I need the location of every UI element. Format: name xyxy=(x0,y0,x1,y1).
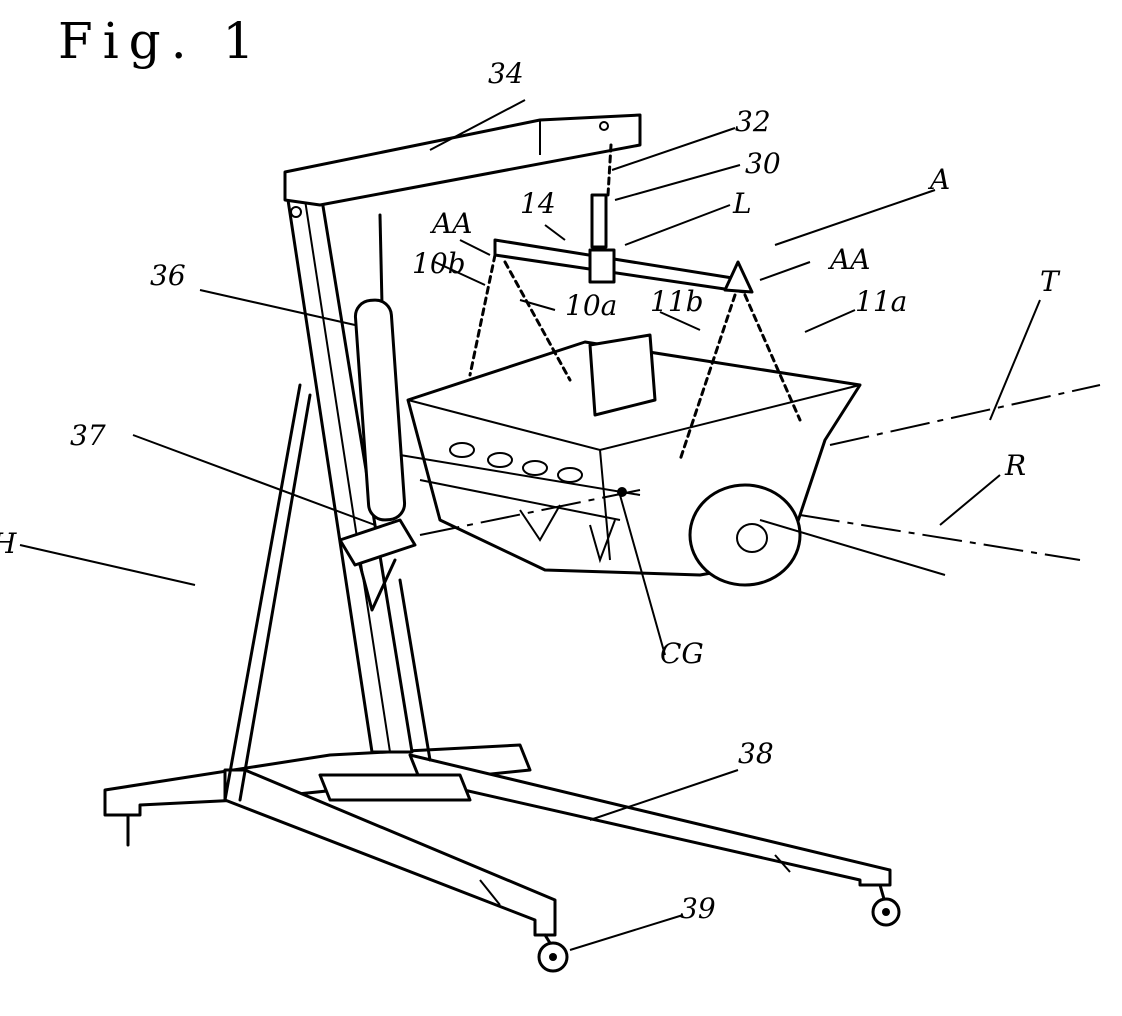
label-10a: 10a xyxy=(565,292,617,320)
label-CG: CG xyxy=(660,640,704,668)
label-10b: 10b xyxy=(412,250,466,278)
boom xyxy=(285,115,640,205)
cylinder-rod xyxy=(380,215,382,305)
label-11b: 11b xyxy=(650,288,704,316)
label-37: 37 xyxy=(70,422,106,450)
label-34: 34 xyxy=(488,60,524,88)
base xyxy=(105,745,890,935)
label-H: H xyxy=(0,530,16,558)
label-14: 14 xyxy=(520,190,556,218)
label-38: 38 xyxy=(738,740,774,768)
label-11a: 11a xyxy=(855,288,907,316)
label-39: 39 xyxy=(680,895,716,923)
label-AA-right: AA xyxy=(830,246,870,274)
label-A: A xyxy=(930,166,950,194)
label-AA-left: AA xyxy=(432,210,472,238)
label-30: 30 xyxy=(745,150,781,178)
tilt-axis-line xyxy=(830,385,1100,445)
label-T: T xyxy=(1040,268,1059,296)
label-36: 36 xyxy=(150,262,186,290)
flywheel xyxy=(690,485,800,585)
label-L: L xyxy=(733,190,752,218)
label-32: 32 xyxy=(735,108,771,136)
label-R: R xyxy=(1005,452,1026,480)
casters xyxy=(539,885,899,971)
